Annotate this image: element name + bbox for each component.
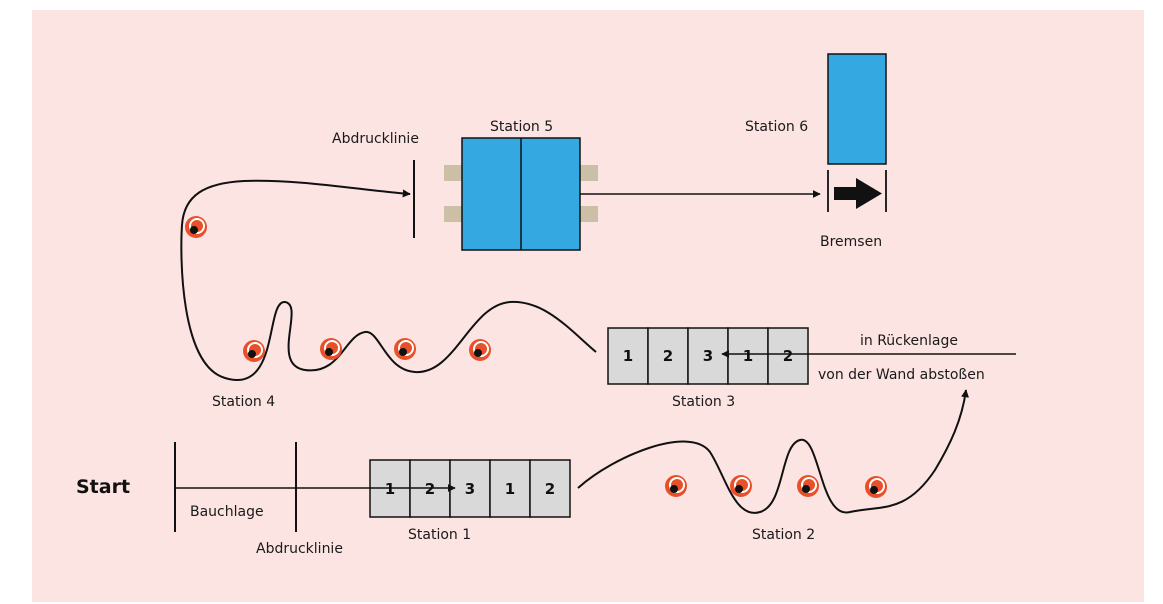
handle-right-top (580, 165, 598, 181)
swimmer-marker-icon (665, 475, 687, 497)
bauchlage-label: Bauchlage (190, 504, 264, 520)
station4-label: Station 4 (212, 394, 275, 410)
bremsen-label: Bremsen (820, 234, 882, 250)
station1-label: Station 1 (408, 527, 471, 543)
swimmer-marker-icon (797, 475, 819, 497)
handle-right-bottom (580, 206, 598, 222)
station1-cell (529, 459, 571, 518)
station1-cell-label: 2 (425, 480, 435, 498)
diagram-background (32, 10, 1144, 602)
station2-slalom-path (577, 389, 970, 514)
station4-slalom-path (180, 179, 597, 381)
station3-cell-label: 1 (743, 347, 753, 365)
swimmer-marker-icon (185, 216, 207, 238)
station3-cell-label: 2 (663, 347, 673, 365)
swimmer-marker-icon (469, 339, 491, 361)
station3-cell (607, 327, 649, 385)
station3-cell-label: 3 (703, 347, 713, 365)
station3-cell-label: 2 (783, 347, 793, 365)
station1-cell-label: 3 (465, 480, 475, 498)
abstossen-label: von der Wand abstoßen (818, 367, 985, 383)
station3-label: Station 3 (672, 394, 735, 410)
station3-cell (767, 327, 809, 385)
swimmer-marker-icon (394, 338, 416, 360)
station6-label: Station 6 (745, 119, 808, 135)
rueckenlage-label: in Rückenlage (860, 333, 958, 349)
swimmer-marker-icon (865, 476, 887, 498)
station1-cell (449, 459, 491, 518)
station2-label: Station 2 (752, 527, 815, 543)
station3-cell-label: 1 (623, 347, 633, 365)
handle-left-top (444, 165, 462, 181)
station1-cell-label: 1 (505, 480, 515, 498)
station1-cell-label: 2 (545, 480, 555, 498)
abdrucklinie-top-label: Abdrucklinie (332, 131, 419, 147)
swimmer-markers (185, 216, 887, 498)
station6-block (827, 53, 887, 165)
swimmer-marker-icon (243, 340, 265, 362)
station5-label: Station 5 (490, 119, 553, 135)
abdrucklinie-bottom-label: Abdrucklinie (256, 541, 343, 557)
station3-boxes (607, 327, 809, 385)
swimmer-marker-icon (320, 338, 342, 360)
arrow-right-icon (834, 178, 882, 209)
swimmer-marker-icon (730, 475, 752, 497)
station1-cell-label: 1 (385, 480, 395, 498)
start-label: Start (76, 476, 130, 498)
handle-left-bottom (444, 206, 462, 222)
